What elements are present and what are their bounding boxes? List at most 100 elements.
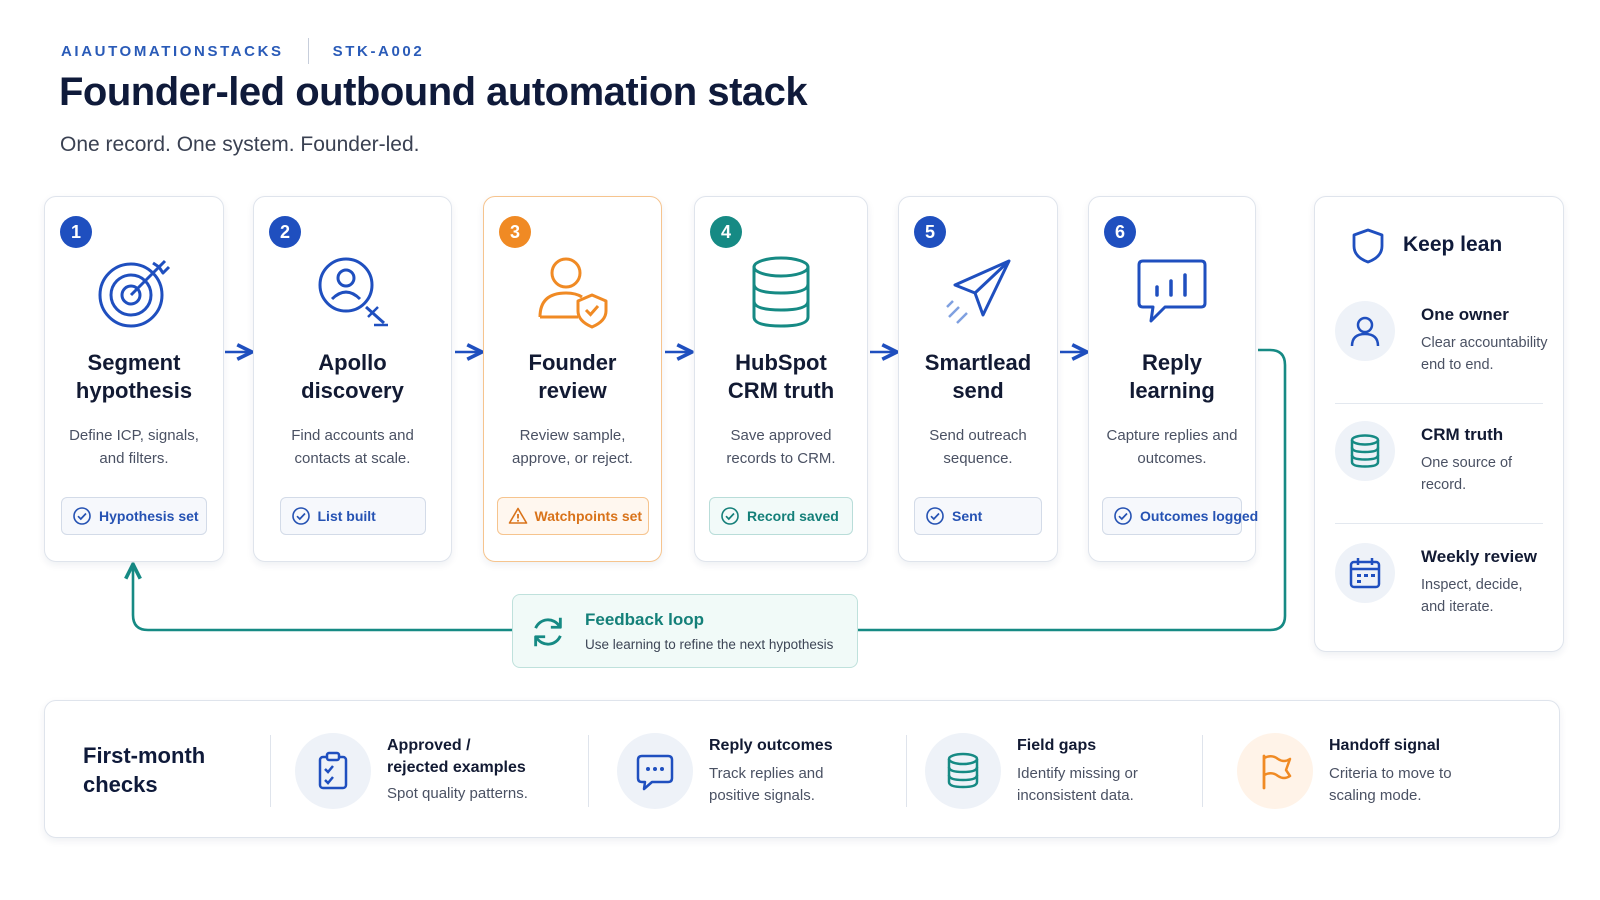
step-card-apollo-discovery[interactable]: 2 Apollo discovery Find accounts and con… [253, 196, 452, 562]
step-desc-line: and filters. [99, 450, 169, 467]
keep-lean-item: CRM truth One source of record. [1331, 415, 1547, 519]
keep-lean-item: One owner Clear accountability end to en… [1331, 295, 1548, 399]
step-card-founder-review[interactable]: 3 Founder review Review sample, approve,… [483, 196, 662, 562]
check-item-title: Approved / [387, 737, 471, 754]
step-desc-line: outcomes. [1137, 450, 1207, 467]
check-item: Handoff signal Criteria to move to scali… [1237, 729, 1507, 813]
target-icon [98, 259, 171, 328]
check-item-title: Handoff signal [1329, 737, 1441, 754]
step-desc-line: Save approved [730, 427, 832, 444]
stack-code: STK-A002 [332, 42, 425, 60]
calendar-icon [1349, 558, 1381, 589]
refresh-icon [534, 617, 562, 647]
step-desc-line: Capture replies and [1106, 427, 1238, 444]
step-desc-line: Review sample, [519, 427, 626, 444]
status-badge-label: Watchpoints set [534, 508, 643, 524]
check-circle-icon [291, 507, 310, 525]
chat-bubble-icon [636, 754, 674, 791]
check-item-title: Reply outcomes [709, 737, 833, 754]
keep-lean-item-desc: Clear accountability end to end. [1421, 335, 1548, 373]
step-name-line: discovery [301, 378, 404, 403]
status-badge: Record saved [709, 497, 853, 535]
step-desc-line: Send outreach [929, 427, 1027, 444]
keep-lean-panel: Keep lean One owner Clear accountability… [1314, 196, 1564, 652]
check-item-title: rejected examples [387, 759, 526, 776]
step-card-segment-hypothesis[interactable]: 1 Segment hypothesis Define ICP, signals… [44, 196, 224, 562]
step-desc-line: contacts at scale. [294, 450, 411, 467]
step-desc-line: Define ICP, signals, [69, 427, 199, 444]
step-number: 2 [269, 216, 301, 248]
step-name-line: Segment [87, 350, 181, 375]
status-badge: Hypothesis set [61, 497, 207, 535]
step-number: 6 [1104, 216, 1136, 248]
keep-lean-item-title: Weekly review [1421, 547, 1537, 566]
status-badge: Watchpoints set [496, 497, 649, 535]
status-badge-label: Hypothesis set [99, 508, 199, 524]
step-name-line: HubSpot [735, 350, 827, 375]
check-item: Reply outcomes Track replies and positiv… [617, 729, 877, 813]
step-card-hubspot-crm-truth[interactable]: 4 HubSpot CRM truth Save approved record… [694, 196, 868, 562]
step-name-line: send [952, 378, 1004, 403]
warning-icon [508, 507, 527, 524]
check-item-title: Field gaps [1017, 737, 1097, 754]
step-card-reply-learning[interactable]: 6 Reply learning Capture replies and out… [1088, 196, 1259, 562]
chat-chart-icon [1137, 259, 1207, 323]
check-circle-icon [721, 507, 739, 525]
eyebrow-divider [307, 38, 309, 64]
paper-plane-icon [946, 259, 1011, 324]
first-month-title: First-month checks [83, 743, 206, 797]
keep-lean-item-title: CRM truth [1421, 425, 1504, 444]
keep-lean-title: Keep lean [1403, 233, 1503, 256]
shield-icon [1352, 228, 1384, 264]
flag-icon [1262, 754, 1292, 790]
step-number: 1 [60, 216, 92, 248]
divider [588, 735, 589, 807]
feedback-loop-desc: Use learning to refine the next hypothes… [585, 637, 834, 652]
database-icon [947, 752, 979, 789]
divider [1335, 403, 1543, 404]
divider [270, 735, 271, 807]
check-item: Field gaps Identify missing or inconsist… [925, 729, 1185, 813]
step-number: 5 [914, 216, 946, 248]
step-desc-line: records to CRM. [726, 450, 836, 467]
check-item-desc: Spot quality patterns. [387, 785, 528, 802]
check-circle-icon [73, 507, 91, 525]
step-desc-line: Find accounts and [291, 427, 414, 444]
step-name-line: Apollo [318, 350, 387, 375]
check-item-desc: scaling mode. [1329, 787, 1422, 804]
check-circle-icon [926, 507, 944, 525]
divider [1335, 523, 1543, 524]
keep-lean-item-desc: Inspect, decide, and iterate. [1421, 577, 1523, 615]
keep-lean-item-title: One owner [1421, 305, 1509, 324]
step-desc-line: sequence. [943, 450, 1013, 467]
brand-label: AIAUTOMATIONSTACKS [61, 42, 284, 60]
database-icon [1350, 434, 1380, 468]
status-badge-label: Outcomes logged [1140, 508, 1259, 524]
feedback-loop-title: Feedback loop [585, 610, 705, 629]
check-item-desc: positive signals. [709, 787, 815, 804]
page-subtitle: One record. One system. Founder-led. [60, 133, 420, 156]
check-circle-icon [1114, 507, 1132, 525]
check-item: Approved / rejected examples Spot qualit… [295, 729, 575, 813]
feedback-loop-box: Feedback loop Use learning to refine the… [512, 594, 858, 668]
loop-line-left [133, 566, 512, 632]
divider [906, 735, 907, 807]
status-badge: List built [279, 497, 426, 535]
step-card-smartlead-send[interactable]: 5 Smartlead send Send outreach sequence.… [898, 196, 1058, 562]
user-shield-icon [538, 257, 607, 329]
check-item-desc: Track replies and [709, 765, 824, 782]
check-item-desc: Criteria to move to [1329, 765, 1452, 782]
step-name-line: CRM truth [727, 378, 835, 403]
step-number: 4 [710, 216, 742, 248]
status-badge-label: List built [317, 508, 376, 524]
page-title: Founder-led outbound automation stack [59, 70, 808, 114]
user-search-icon [318, 257, 388, 327]
step-name-line: hypothesis [75, 378, 193, 403]
database-icon [752, 256, 810, 328]
clipboard-check-icon [318, 751, 348, 790]
divider [1202, 735, 1203, 807]
check-item-desc: Identify missing or [1017, 765, 1138, 782]
step-name-line: Founder [528, 350, 617, 375]
check-item-desc: inconsistent data. [1017, 787, 1134, 804]
